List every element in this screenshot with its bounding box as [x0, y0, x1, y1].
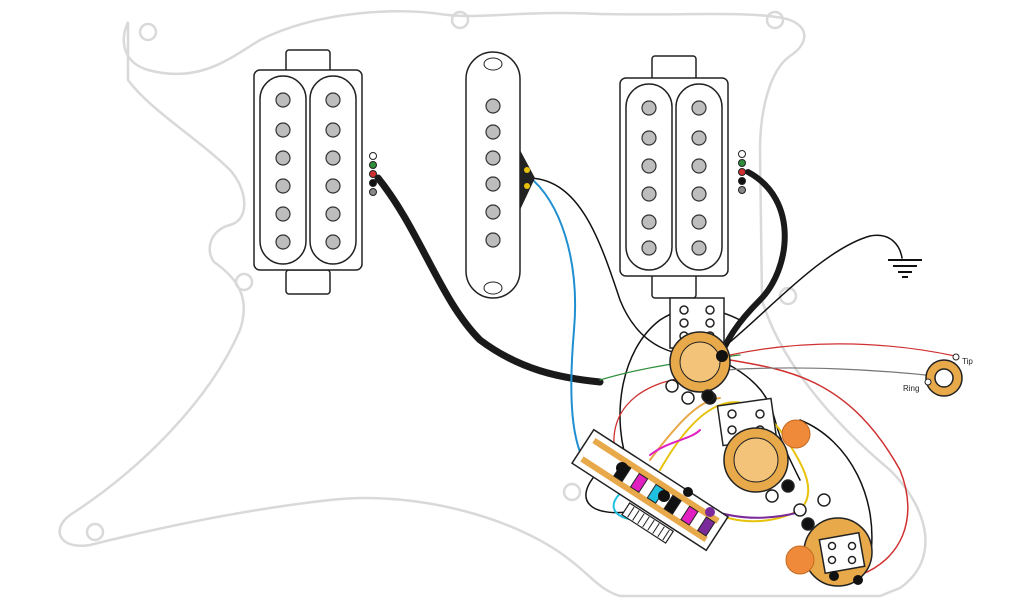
capacitor: [781, 419, 811, 449]
neck-shielded-cable: [374, 174, 604, 386]
tone-pot-2: [785, 493, 873, 587]
screw-hole: [85, 522, 105, 542]
screw-hole: [778, 286, 798, 306]
middle-blue-wire: [527, 175, 601, 481]
ring-lug: [924, 378, 932, 386]
tip-label: Tip: [962, 357, 973, 366]
coil: [309, 75, 357, 265]
coil: [675, 83, 723, 271]
screw-hole: [562, 482, 582, 502]
dpdt-switch: [818, 531, 866, 575]
magenta-wire: [649, 429, 701, 456]
ground-wire: [719, 234, 903, 351]
pickup-leads: [369, 152, 377, 196]
pot-lug: [801, 517, 815, 531]
ground-symbol: [888, 259, 922, 278]
tone-ground-wire: [799, 419, 873, 561]
screw-hole: [765, 10, 785, 30]
pot-ground-wire: [719, 359, 801, 481]
pickup-cover: [465, 51, 521, 299]
middle-single-coil: [465, 51, 535, 299]
capacitor: [785, 545, 815, 575]
switch-rail: [592, 437, 720, 524]
switch-rail: [580, 456, 708, 543]
bridge-shielded-cable: [717, 169, 788, 363]
coil: [625, 83, 673, 271]
pot-lug: [681, 391, 695, 405]
pot-lug: [665, 379, 679, 393]
mounting-hole: [483, 57, 503, 71]
pickup-leads: [738, 150, 746, 194]
ring-label: Ring: [903, 384, 919, 393]
pot-lug: [793, 503, 807, 517]
screw-hole: [450, 10, 470, 30]
push-pull-pot: [665, 297, 731, 405]
hot-output-wire: [729, 359, 909, 576]
neck-humbucker: [253, 49, 377, 295]
ring-wire: [724, 367, 936, 377]
tone-pot-1: [701, 389, 811, 503]
pot-lug: [765, 489, 779, 503]
screw-hole: [234, 272, 254, 292]
mounting-tab: [651, 55, 697, 81]
mounting-tab: [651, 273, 697, 299]
pickguard-outline: [58, 10, 927, 598]
screw-hole: [138, 22, 158, 42]
yellow-wire: [659, 401, 810, 523]
mounting-hole: [483, 281, 503, 295]
bridge-humbucker: [619, 55, 746, 299]
orange-wire: [649, 397, 721, 461]
coil: [259, 75, 307, 265]
pot-lug: [701, 389, 715, 403]
pot-lug: [781, 479, 795, 493]
pot-lug: [817, 493, 831, 507]
output-jack: Tip Ring: [903, 353, 973, 397]
tip-lug: [952, 353, 960, 361]
five-way-switch: [570, 428, 730, 552]
tip-wire: [729, 343, 956, 357]
mounting-tab: [285, 269, 331, 295]
